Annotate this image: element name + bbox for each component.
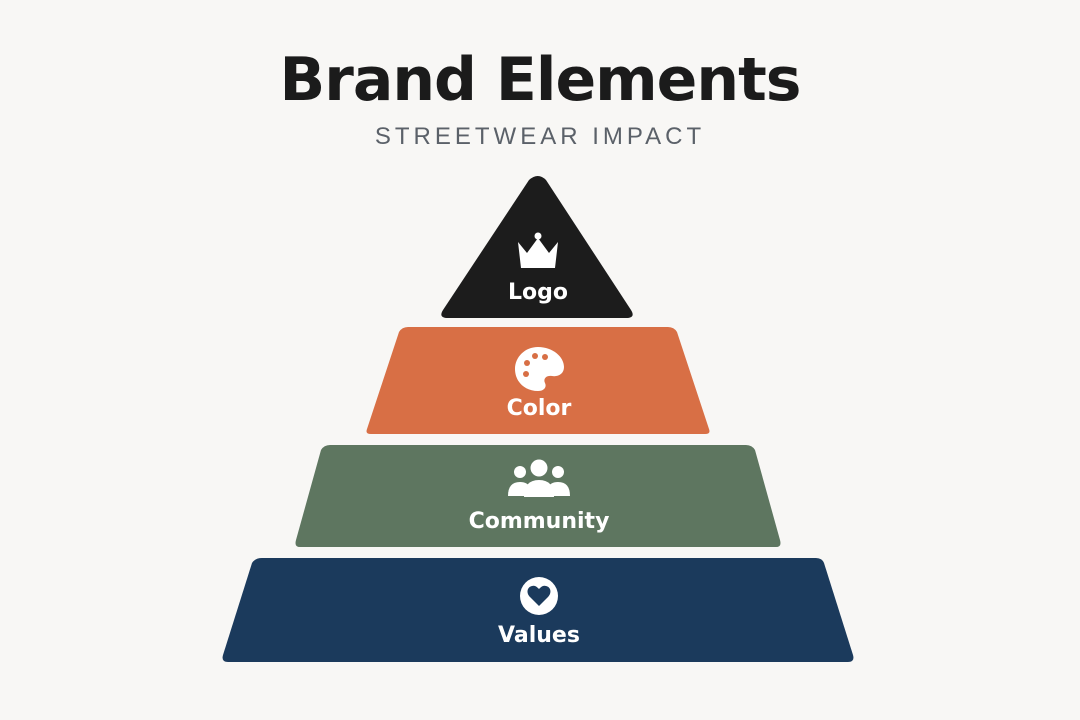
heart-icon	[520, 577, 558, 615]
tier-label-community: Community	[469, 509, 610, 534]
crown-icon	[518, 232, 558, 268]
tier-label-values: Values	[498, 623, 580, 648]
tier-label-logo: Logo	[508, 280, 568, 305]
pyramid-tier-color: Color	[366, 327, 710, 434]
page-subtitle: STREETWEAR IMPACT	[374, 123, 706, 150]
tier-label-color: Color	[507, 396, 572, 421]
pyramid-tier-logo: Logo	[441, 176, 633, 318]
people-icon	[508, 459, 570, 497]
pyramid-tier-values: Values	[222, 558, 854, 662]
palette-icon	[515, 347, 564, 391]
page-title: Brand Elements	[279, 45, 802, 115]
pyramid-tier-community: Community	[295, 445, 781, 547]
